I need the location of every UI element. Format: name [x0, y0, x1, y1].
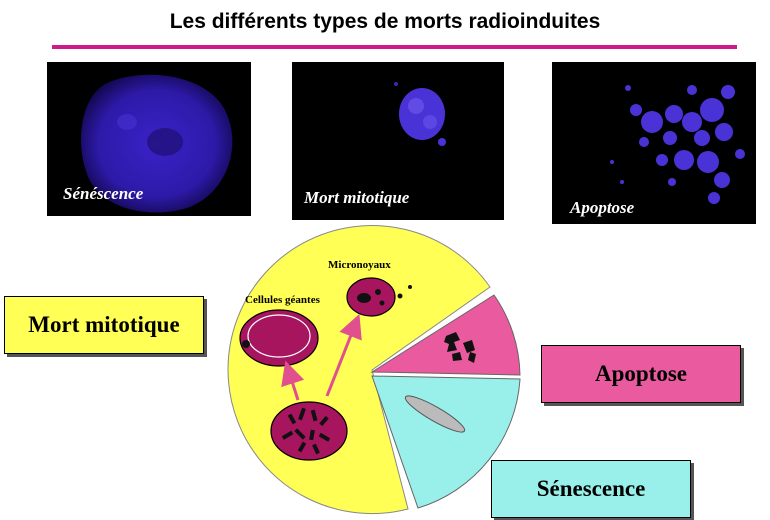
photo-senescence: Sénéscence — [47, 62, 251, 216]
sector-senescence — [371, 375, 521, 509]
photo-mitotic-death: Mort mitotique — [292, 62, 504, 220]
photo-caption-senescence: Sénéscence — [63, 184, 144, 203]
apoptotic-bodies-image — [610, 85, 745, 204]
photo-apoptosis: Apoptose — [552, 62, 756, 224]
label-micronuclei: Micronoyaux — [328, 259, 391, 271]
senescent-cell — [404, 395, 466, 433]
title-underline — [52, 45, 737, 49]
box-mitotic-death: Mort mitotique — [4, 296, 204, 354]
arrow-to-micronuclei — [325, 313, 362, 397]
box-apoptosis: Apoptose — [541, 345, 741, 403]
mitotic-cell — [270, 401, 348, 461]
label-giant-cells: Cellules géantes — [245, 294, 321, 306]
photo-caption-apoptosis: Apoptose — [570, 198, 635, 217]
mitotic-cell-image — [394, 82, 446, 146]
page-title: Les différents types de morts radioindui… — [169, 10, 601, 33]
senescence-nucleus-image — [81, 74, 233, 213]
micronuclei-cell — [346, 277, 412, 317]
arrow-to-giant-cell — [281, 360, 305, 401]
photo-caption-mitotic-death: Mort mitotique — [304, 188, 410, 207]
giant-cell — [239, 309, 319, 367]
box-senescence: Sénescence — [491, 460, 691, 518]
chromosomes — [281, 407, 331, 455]
sector-apoptosis — [370, 294, 521, 376]
apoptotic-fragments — [444, 332, 476, 363]
